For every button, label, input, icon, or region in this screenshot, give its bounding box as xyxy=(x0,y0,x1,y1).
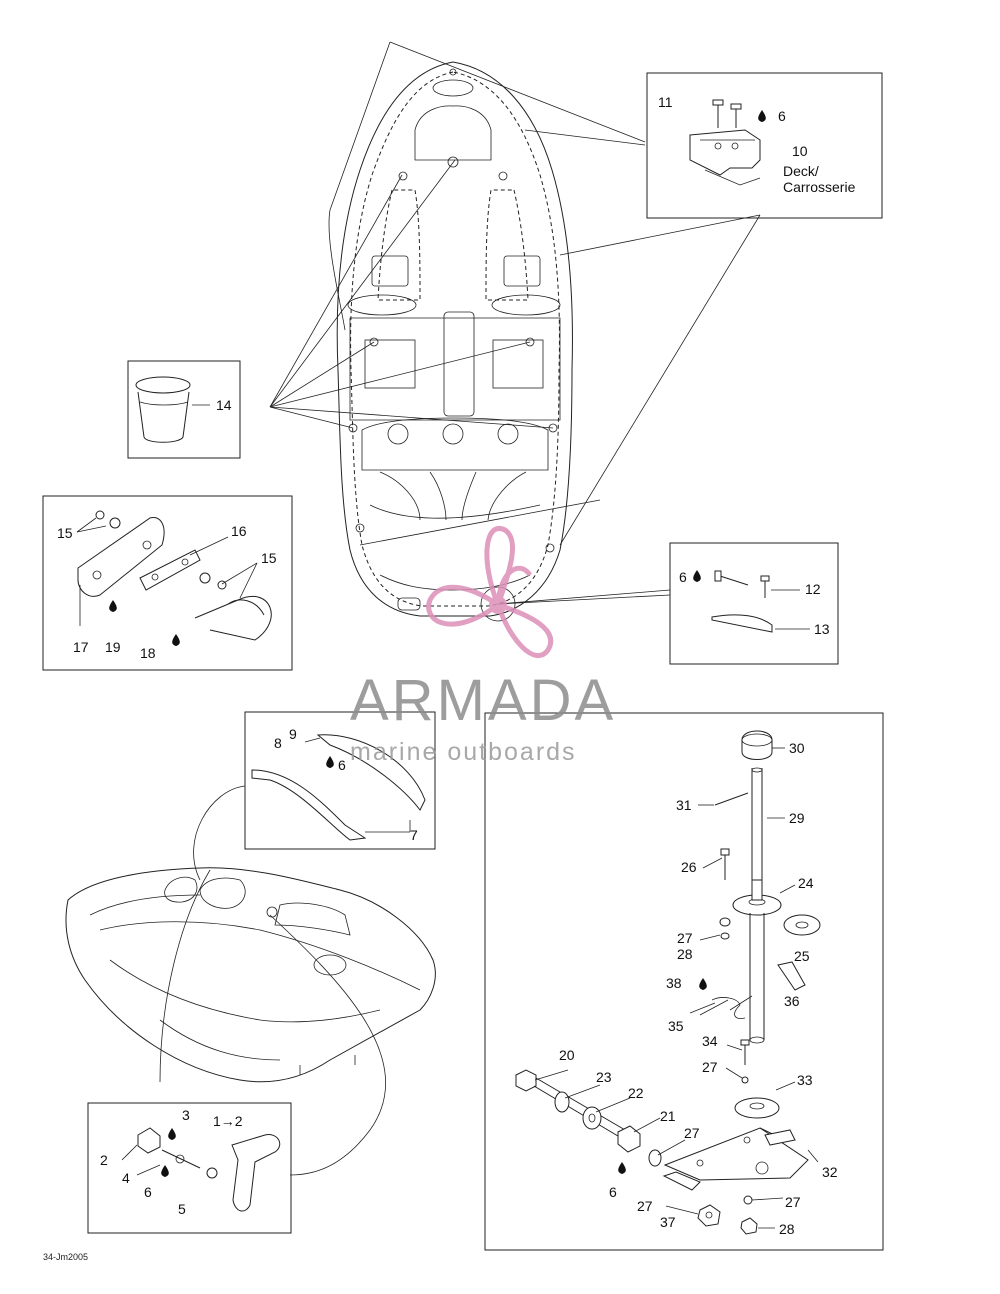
label-3: 3 xyxy=(182,1107,190,1123)
label-23: 23 xyxy=(596,1069,612,1085)
deck-leader-lines xyxy=(269,41,761,605)
label-16: 16 xyxy=(231,523,247,539)
label-28-a: 28 xyxy=(677,946,693,962)
label-27-d: 27 xyxy=(785,1194,801,1210)
box-tow-eye: 15 16 15 17 19 18 xyxy=(42,495,293,671)
label-22: 22 xyxy=(628,1085,644,1101)
propeller-logo xyxy=(426,526,553,659)
label-4: 4 xyxy=(122,1170,130,1186)
label-14: 14 xyxy=(216,397,232,413)
label-15b: 15 xyxy=(261,550,277,566)
label-34: 34 xyxy=(702,1033,718,1049)
label-11: 11 xyxy=(658,94,673,110)
footer-code: 34-Jm2005 xyxy=(43,1252,88,1262)
label-33: 33 xyxy=(797,1072,813,1088)
label-32: 32 xyxy=(822,1164,838,1180)
label-7: 7 xyxy=(410,827,418,843)
label-26: 26 xyxy=(681,859,697,875)
label-29: 29 xyxy=(789,810,805,826)
armada-watermark: ARMADA marine outboards xyxy=(350,526,616,766)
label-38: 38 xyxy=(666,975,682,991)
label-17: 17 xyxy=(73,639,89,655)
label-6-hook: 6 xyxy=(144,1184,152,1200)
label-28-b: 28 xyxy=(779,1221,795,1237)
label-18: 18 xyxy=(140,645,156,661)
boat-perspective xyxy=(65,785,436,1176)
label-25: 25 xyxy=(794,948,810,964)
label-24: 24 xyxy=(798,875,814,891)
box-grab-rail: 9 8 6 7 xyxy=(244,711,436,850)
label-2: 2 xyxy=(100,1152,108,1168)
label-21: 21 xyxy=(660,1108,676,1124)
label-20: 20 xyxy=(559,1047,575,1063)
watermark-brand: ARMADA xyxy=(350,668,616,733)
label-35: 35 xyxy=(668,1018,684,1034)
label-27-e: 27 xyxy=(637,1198,653,1214)
label-12: 12 xyxy=(805,581,821,597)
label-27-a: 27 xyxy=(677,930,693,946)
deck-label-line1: Deck/ xyxy=(783,163,819,179)
label-10: 10 xyxy=(792,143,808,159)
label-5: 5 xyxy=(178,1201,186,1217)
box-deck-fasteners: 11 6 10 Deck/ Carrosserie xyxy=(646,72,883,219)
label-1-2: 1→2 xyxy=(213,1113,243,1129)
label-8: 8 xyxy=(274,735,282,751)
label-37: 37 xyxy=(660,1214,676,1230)
label-19: 19 xyxy=(105,639,121,655)
box-cleat: 6 12 13 xyxy=(669,542,839,665)
deck-label-line2: Carrosserie xyxy=(783,179,856,195)
label-13: 13 xyxy=(814,621,830,637)
label-27-b: 27 xyxy=(702,1059,718,1075)
label-31: 31 xyxy=(676,797,692,813)
label-6-rail: 6 xyxy=(338,757,346,773)
label-6-cleat: 6 xyxy=(679,569,687,585)
label-6-post: 6 xyxy=(609,1184,617,1200)
label-30: 30 xyxy=(789,740,805,756)
label-15a: 15 xyxy=(57,525,73,541)
deck-top-view xyxy=(336,61,573,622)
watermark-tagline: marine outboards xyxy=(350,738,577,766)
box-cup-holder: 14 xyxy=(127,360,241,459)
label-36: 36 xyxy=(784,993,800,1009)
box-steering-post: 30 31 29 26 24 27 28 25 38 36 35 34 20 2… xyxy=(484,712,884,1251)
label-6: 6 xyxy=(778,108,786,124)
label-27-c: 27 xyxy=(684,1125,700,1141)
label-9: 9 xyxy=(289,726,297,742)
box-hook: 3 1→2 2 4 6 5 xyxy=(87,1102,292,1234)
